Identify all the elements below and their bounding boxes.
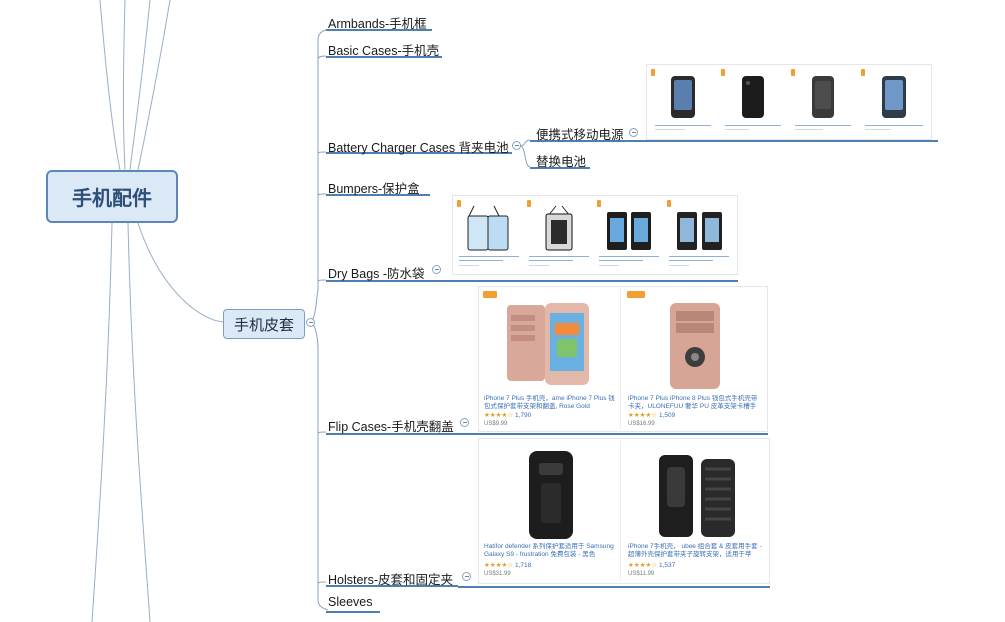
product-rating: ★★★★☆ 1,718: [484, 562, 532, 569]
flip-case-rose-gold-image: [506, 303, 589, 385]
product-caption[interactable]: iPhone 7 Plus 手机壳，ame iPhone 7 Plus 钱包式保…: [484, 395, 615, 410]
collapse-toggle-icon[interactable]: [432, 265, 441, 274]
product-card: iPhone 7 Plus 手机壳，ame iPhone 7 Plus 钱包式保…: [481, 289, 621, 429]
root-topic-label: 手机配件: [72, 188, 152, 210]
deal-badge: [667, 200, 671, 207]
product-caption[interactable]: iPhone 7手机壳， ubee 组合套 & 皮套用手套 - 超薄外壳保护套带…: [628, 543, 762, 558]
product-card: Hatifor defender 系列保护套适用于 Samsung Galaxy…: [481, 441, 621, 581]
deal-badge: [527, 200, 531, 207]
holster-black-image: [528, 451, 573, 539]
sub-topic[interactable]: 手机皮套: [223, 309, 305, 339]
battery-case-phone-image: [742, 76, 764, 118]
product-price: US$31.99: [484, 571, 511, 577]
topic-basic-cases[interactable]: Basic Cases-手机壳: [328, 44, 440, 58]
holster-clip-image: [659, 455, 735, 537]
product-price: US$9.99: [484, 421, 508, 427]
topic-battery-charger-cases[interactable]: Battery Charger Cases 背夹电池: [328, 141, 509, 155]
root-topic[interactable]: 手机配件: [46, 170, 178, 223]
product-card: [859, 67, 929, 137]
deal-badge: [597, 200, 601, 207]
product-card: [595, 198, 663, 272]
topic-portable-power[interactable]: 便携式移动电源: [536, 128, 624, 142]
deal-badge: [651, 69, 655, 76]
topic-sleeves[interactable]: Sleeves: [328, 595, 373, 609]
battery-case-image-panel: [646, 64, 932, 140]
collapse-toggle-icon[interactable]: [460, 418, 469, 427]
deal-badge: [457, 200, 461, 207]
product-card: [455, 198, 523, 272]
dry-bag-image: [607, 212, 651, 250]
deal-badge: [791, 69, 795, 76]
topic-replacement-battery[interactable]: 替换电池: [536, 155, 587, 169]
product-card: [789, 67, 857, 137]
product-rating: ★★★★☆ 1,790: [484, 412, 532, 419]
topic-flip-cases[interactable]: Flip Cases-手机壳翻盖: [328, 420, 454, 434]
sub-topic-label: 手机皮套: [233, 316, 294, 334]
collapse-toggle-icon[interactable]: [629, 128, 638, 137]
product-card: [665, 198, 735, 272]
product-caption[interactable]: iPhone 7 Plus iPhone 8 Plus 钱包式手机壳带卡夹，UL…: [628, 395, 758, 410]
battery-case-phone-image: [671, 76, 695, 118]
dry-bag-image-panel: [452, 195, 738, 275]
product-rating: ★★★★☆ 1,509: [628, 412, 676, 419]
flip-case-wallet-image: [670, 303, 720, 389]
battery-case-phone-image: [882, 76, 906, 118]
dry-bag-image: [467, 205, 509, 251]
product-price: US$11.99: [628, 571, 655, 577]
topic-holsters[interactable]: Holsters-皮套和固定夹: [328, 573, 454, 587]
collapse-toggle-icon[interactable]: [512, 141, 521, 150]
topic-armbands[interactable]: Armbands-手机框: [328, 17, 427, 31]
product-card: [719, 67, 787, 137]
collapse-toggle-icon[interactable]: [462, 572, 471, 581]
deal-badge: [861, 69, 865, 76]
deal-badge: [721, 69, 725, 76]
product-price: US$16.99: [628, 421, 655, 427]
dry-bag-image: [677, 212, 722, 250]
topic-bumpers[interactable]: Bumpers-保护盒: [328, 182, 420, 196]
deal-badge: [483, 291, 497, 298]
deal-badge: [627, 291, 645, 298]
product-caption[interactable]: Hatifor defender 系列保护套适用于 Samsung Galaxy…: [484, 543, 614, 558]
battery-case-phone-image: [812, 76, 834, 118]
product-rating: ★★★★☆ 1,537: [628, 562, 676, 569]
product-card: [525, 198, 593, 272]
dry-bag-image: [545, 205, 573, 251]
flip-case-image-panel: iPhone 7 Plus 手机壳，ame iPhone 7 Plus 钱包式保…: [478, 286, 768, 432]
collapse-toggle-icon[interactable]: [306, 318, 315, 327]
topic-dry-bags[interactable]: Dry Bags -防水袋: [328, 267, 425, 281]
product-card: iPhone 7 Plus iPhone 8 Plus 钱包式手机壳带卡夹，UL…: [625, 289, 765, 429]
product-card: [649, 67, 717, 137]
holster-image-panel: Hatifor defender 系列保护套适用于 Samsung Galaxy…: [478, 438, 770, 584]
product-card: iPhone 7手机壳， ubee 组合套 & 皮套用手套 - 超薄外壳保护套带…: [625, 441, 767, 581]
